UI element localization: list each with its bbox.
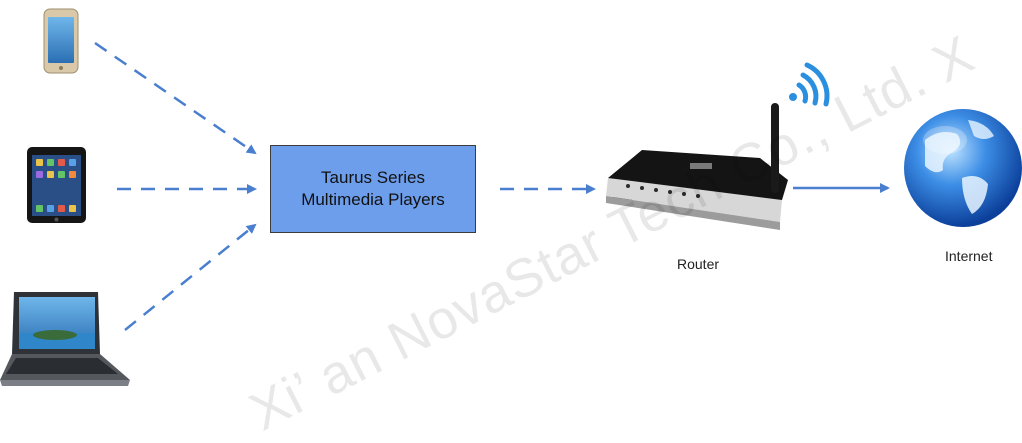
router-icon xyxy=(606,103,788,230)
wifi-signal-icon xyxy=(789,62,830,107)
internet-globe-icon xyxy=(904,109,1022,227)
internet-label: Internet xyxy=(945,248,993,264)
smartphone-icon xyxy=(43,8,79,74)
laptop-icon xyxy=(0,292,130,386)
tablet-icon xyxy=(27,147,86,223)
laptop-to-player-arrow xyxy=(124,223,257,331)
router-label: Router xyxy=(677,256,720,272)
phone-to-player-arrow xyxy=(94,41,257,155)
player-box-line2: Multimedia Players xyxy=(301,190,445,209)
player-box-line1: Taurus Series xyxy=(321,168,425,187)
network-diagram xyxy=(0,8,1022,386)
taurus-player-box: Taurus Series Multimedia Players xyxy=(270,145,476,233)
